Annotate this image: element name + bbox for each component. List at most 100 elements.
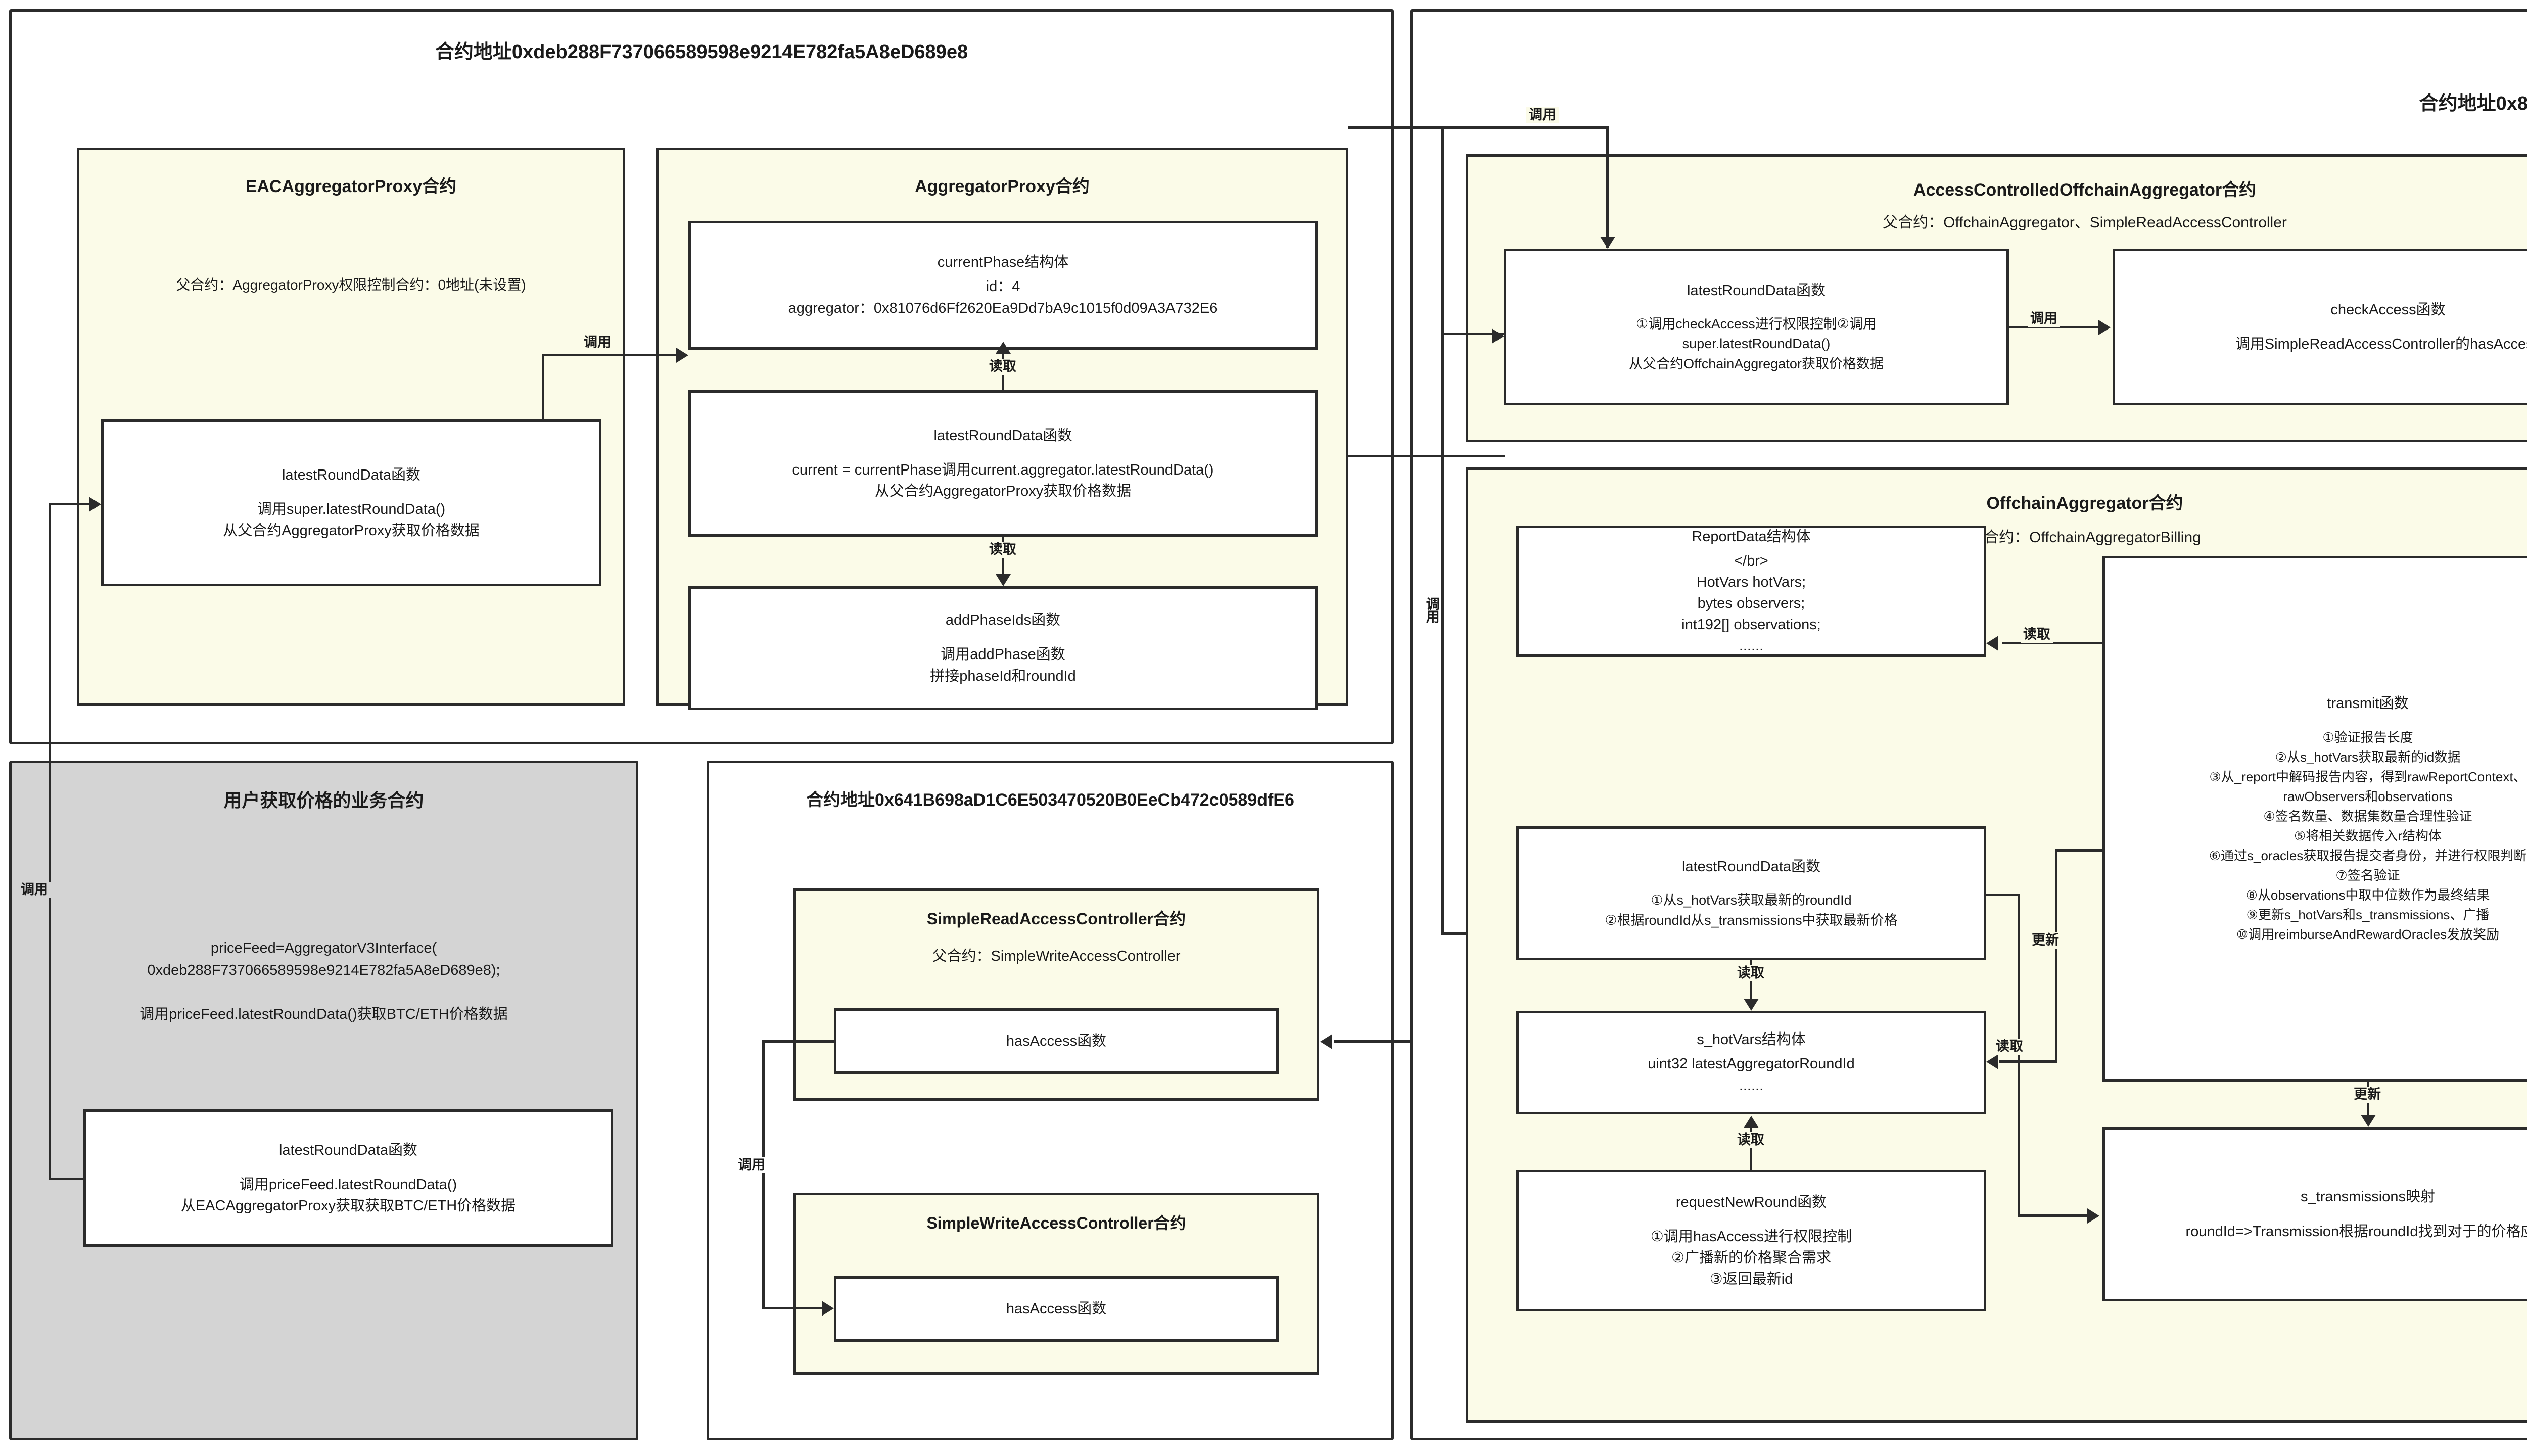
edge-label-read-hotvars: 读取 xyxy=(1735,965,1767,981)
node-report-data-struct[interactable]: ReportData结构体 </br> HotVars hotVars; byt… xyxy=(1516,526,1986,657)
node-aggregator-proxy-latest-round-data[interactable]: latestRoundData函数 current = currentPhase… xyxy=(688,390,1318,537)
node-acoa-latest-round-data[interactable]: latestRoundData函数 ①调用checkAccess进行权限控制②调… xyxy=(1504,249,2009,405)
node-transmit[interactable]: transmit函数 ①验证报告长度 ②从s_hotVars获取最新的id数据 … xyxy=(2102,556,2527,1082)
node-add-phase-ids-body: 调用addPhase函数 拼接phaseId和roundId xyxy=(930,646,1076,684)
node-transmit-body: ①验证报告长度 ②从s_hotVars获取最新的id数据 ③从_report中解… xyxy=(2209,729,2527,942)
edge-business-to-eac-v xyxy=(49,503,51,1180)
node-swc-left-has-access[interactable]: hasAccess函数 xyxy=(834,1276,1279,1342)
edge-label-call-business: 调用 xyxy=(18,882,51,898)
node-ap-lrd-body: current = currentPhase调用current.aggregat… xyxy=(792,461,1214,500)
edge-arrow-business-to-eac xyxy=(89,497,101,512)
node-business-lrd-body: 调用priceFeed.latestRoundData() 从EACAggreg… xyxy=(180,1176,516,1214)
node-offchain-latest-round-data[interactable]: latestRoundData函数 ①从s_hotVars获取最新的roundI… xyxy=(1516,826,1986,960)
eac-proxy-parent-label: 父合约：AggregatorProxy权限控制合约：0地址(未设置) xyxy=(176,277,526,293)
container-access-contract-title: 合约地址0x641B698aD1C6E503470520B0EeCb472c05… xyxy=(806,790,1294,810)
node-business-latest-round-data[interactable]: latestRoundData函数 调用priceFeed.latestRoun… xyxy=(83,1109,613,1247)
edge-business-to-eac-h-bottom xyxy=(49,1178,86,1180)
edge-label-call-eac-to-ap: 调用 xyxy=(581,335,614,351)
node-src-left-has-access[interactable]: hasAccess函数 xyxy=(834,1008,1279,1074)
panel-aggregator-proxy-title: AggregatorProxy合约 xyxy=(915,177,1090,196)
edge-label-call-trunk: 调用 xyxy=(1421,596,1441,623)
edge-label-update-transmissions: 更新 xyxy=(2351,1087,2383,1103)
panel-offchain-aggregator-title: OffchainAggregator合约 xyxy=(1986,494,2183,513)
panel-swc-left-title: SimpleWriteAccessController合约 xyxy=(926,1214,1186,1232)
edge-arrow-transmit-to-transmissions xyxy=(2361,1115,2376,1127)
edge-label-read-currentphase: 读取 xyxy=(987,359,1019,375)
node-current-phase-struct[interactable]: currentPhase结构体 id：4 aggregator：0x81076d… xyxy=(688,221,1318,350)
edge-arrow-into-src-left xyxy=(1320,1034,1332,1049)
container-business-contract-title: 用户获取价格的业务合约 xyxy=(223,790,424,811)
node-add-phase-ids[interactable]: addPhaseIds函数 调用addPhase函数 拼接phaseId和rou… xyxy=(688,586,1318,710)
node-acoa-check-access[interactable]: checkAccess函数 调用SimpleReadAccessControll… xyxy=(2113,249,2527,405)
node-acoa-check-access-body: 调用SimpleReadAccessController的hasAccess xyxy=(2235,336,2527,352)
container-aggregator-contract-title: 合约地址0x81076d6Ff2620Ea9Dd7bA9c1015f0d09A3… xyxy=(2419,93,2527,114)
node-s-transmissions-head: s_transmissions映射 xyxy=(2301,1189,2435,1205)
node-s-transmissions-body: roundId=>Transmission根据roundId找到对于的价格应答 xyxy=(2185,1223,2527,1240)
edge-ap-to-acoa-v xyxy=(1606,126,1609,248)
edge-lrd-to-transmissions-v xyxy=(2018,894,2020,1217)
edge-label-call-lrd-checkaccess: 调用 xyxy=(2028,311,2060,327)
node-current-phase-body: id：4 aggregator：0x81076d6Ff2620Ea9Dd7bA9… xyxy=(788,278,1218,316)
node-request-new-round-head: requestNewRound函数 xyxy=(1675,1194,1827,1210)
node-hot-vars-struct[interactable]: s_hotVars结构体 uint32 latestAggregatorRoun… xyxy=(1516,1011,1986,1114)
edge-label-read-addphaseids: 读取 xyxy=(987,542,1019,558)
node-current-phase-head: currentPhase结构体 xyxy=(937,254,1069,271)
edge-arrow-lrd-to-hotvars xyxy=(1744,999,1759,1011)
edge-transmit-to-hotvars-h-top xyxy=(2055,849,2105,852)
node-eac-latest-round-data[interactable]: latestRoundData函数 调用super.latestRoundDat… xyxy=(101,419,601,586)
edge-arrow-ap-to-acoa xyxy=(1600,237,1615,249)
node-transmit-head: transmit函数 xyxy=(2327,695,2409,712)
panel-acoa-title: AccessControlledOffchainAggregator合约 xyxy=(1913,180,2257,200)
node-add-phase-ids-head: addPhaseIds函数 xyxy=(945,612,1061,629)
edge-transmit-to-reportdata xyxy=(2002,642,2103,644)
container-business-contract: 用户获取价格的业务合约 priceFeed=AggregatorV3Interf… xyxy=(9,761,638,1440)
panel-acoa-parent: 父合约：OffchainAggregator、SimpleReadAccessC… xyxy=(1883,214,2287,231)
edge-arrow-rnr-to-hotvars xyxy=(1744,1116,1759,1128)
edge-transmit-to-hotvars-h-bottom xyxy=(1999,1060,2057,1063)
edge-src-to-swc-v xyxy=(762,1040,765,1309)
edge-transmit-to-hotvars-v xyxy=(2055,849,2057,1061)
node-acoa-check-access-head: checkAccess函数 xyxy=(2330,301,2446,318)
edge-label-read-rnr-hotvars: 读取 xyxy=(1735,1132,1767,1148)
edge-arrow-transmit-to-reportdata xyxy=(1986,636,1998,651)
edge-label-call-ap-to-acoa: 调用 xyxy=(1526,107,1559,123)
node-swc-left-has-access-head: hasAccess函数 xyxy=(1006,1300,1107,1317)
edge-arrow-transmit-to-hotvars xyxy=(1986,1054,1998,1069)
edge-rnr-to-hotvars xyxy=(1750,1128,1752,1170)
edge-lrd-to-transmissions-h-right xyxy=(2018,1214,2088,1217)
edge-src-to-swc-h-top xyxy=(762,1040,835,1043)
edge-label-read-reportdata: 读取 xyxy=(2021,627,2053,643)
node-request-new-round[interactable]: requestNewRound函数 ①调用hasAccess进行权限控制 ②广播… xyxy=(1516,1170,1986,1311)
edge-arrow-lrd-to-checkaccess xyxy=(2098,320,2111,335)
edge-into-src-left-h xyxy=(1334,1040,1440,1043)
node-s-transmissions-map[interactable]: s_transmissions映射 roundId=>Transmission根… xyxy=(2102,1127,2527,1301)
edge-ap-to-acoa-h xyxy=(1348,126,1609,129)
panel-eac-aggregator-proxy-title: EACAggregatorProxy合约 xyxy=(245,177,457,196)
container-proxy-contract-title: 合约地址0xdeb288F737066589598e9214E782fa5A8e… xyxy=(435,41,968,63)
node-report-data-body: </br> HotVars hotVars; bytes observers; … xyxy=(1681,552,1821,654)
node-acoa-lrd-head: latestRoundData函数 xyxy=(1687,283,1826,299)
edge-arrow-up-currentphase xyxy=(996,342,1011,354)
node-eac-latest-round-data-head: latestRoundData函数 xyxy=(282,466,421,483)
edge-eac-to-ap xyxy=(542,354,676,356)
edge-arrow-down-addphaseids xyxy=(996,574,1011,586)
node-hot-vars-body: uint32 latestAggregatorRoundId ...... xyxy=(1648,1056,1855,1094)
edge-label-read-transmissions: 读取 xyxy=(1993,1039,2026,1055)
edge-ap-trunk-v xyxy=(1441,126,1444,932)
node-request-new-round-body: ①调用hasAccess进行权限控制 ②广播新的价格聚合需求 ③返回最新id xyxy=(1650,1228,1852,1288)
edge-label-update-hotvars: 更新 xyxy=(2029,932,2062,949)
edge-arrow-src-to-swc xyxy=(822,1301,834,1316)
node-eac-latest-round-data-body: 调用super.latestRoundData() 从父合约Aggregator… xyxy=(223,501,480,539)
edge-lrd-to-checkaccess xyxy=(2009,326,2100,328)
edge-ap-trunk-h-top xyxy=(1348,455,1505,457)
panel-offchain-aggregator-parent: 父合约：OffchainAggregatorBilling xyxy=(1969,529,2201,546)
node-business-lrd-head: latestRoundData函数 xyxy=(278,1142,418,1158)
edge-label-call-src-swc: 调用 xyxy=(735,1157,768,1173)
edge-eac-up-stub xyxy=(542,354,544,420)
edge-ap-trunk-in-acoa xyxy=(1441,333,1506,335)
edge-arrow-eac-to-ap xyxy=(676,348,688,363)
node-offchain-lrd-head: latestRoundData函数 xyxy=(1681,859,1821,875)
panel-src-left-title: SimpleReadAccessController合约 xyxy=(926,910,1186,928)
node-hot-vars-head: s_hotVars结构体 xyxy=(1697,1031,1806,1048)
